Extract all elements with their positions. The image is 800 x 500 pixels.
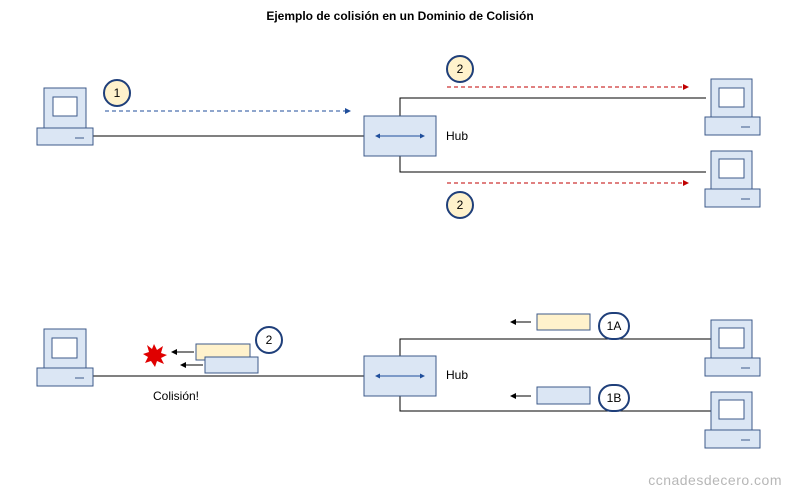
collision-burst-icon [143, 344, 167, 367]
cable-top-hub-to-pc-lower [399, 156, 706, 173]
hub-top [363, 115, 437, 157]
step-badge-top-right-upper: 2 [446, 55, 474, 83]
step-badge-top-right-lower: 2 [446, 191, 474, 219]
hub-top-label: Hub [446, 129, 469, 143]
pc-bottom-left [36, 328, 94, 387]
pc-bottom-right-upper [704, 319, 761, 377]
step-badge-bottom-1b: 1B [598, 384, 630, 412]
cable-bottom-hub-to-pc-upper [399, 338, 711, 356]
pc-top-right-upper [704, 78, 761, 136]
hub-bottom [363, 355, 437, 397]
watermark: ccnadesdecero.com [648, 472, 782, 488]
cable-top-hub-to-pc-upper [399, 97, 706, 116]
step-badge-top-left: 1 [103, 79, 131, 107]
pc-bottom-right-lower [704, 391, 761, 449]
pc-top-left [36, 87, 94, 146]
hub-bottom-label: Hub [446, 368, 469, 382]
collision-label: Colisión! [153, 389, 200, 403]
step-badge-bottom-left: 2 [255, 326, 283, 354]
step-badge-bottom-1a: 1A [598, 312, 630, 340]
frame-1b [536, 386, 591, 405]
frame-1a [536, 313, 591, 331]
pc-top-right-lower [704, 150, 761, 208]
diagram-title: Ejemplo de colisión en un Dominio de Col… [266, 9, 534, 23]
frame-colliding-blue [204, 356, 259, 374]
